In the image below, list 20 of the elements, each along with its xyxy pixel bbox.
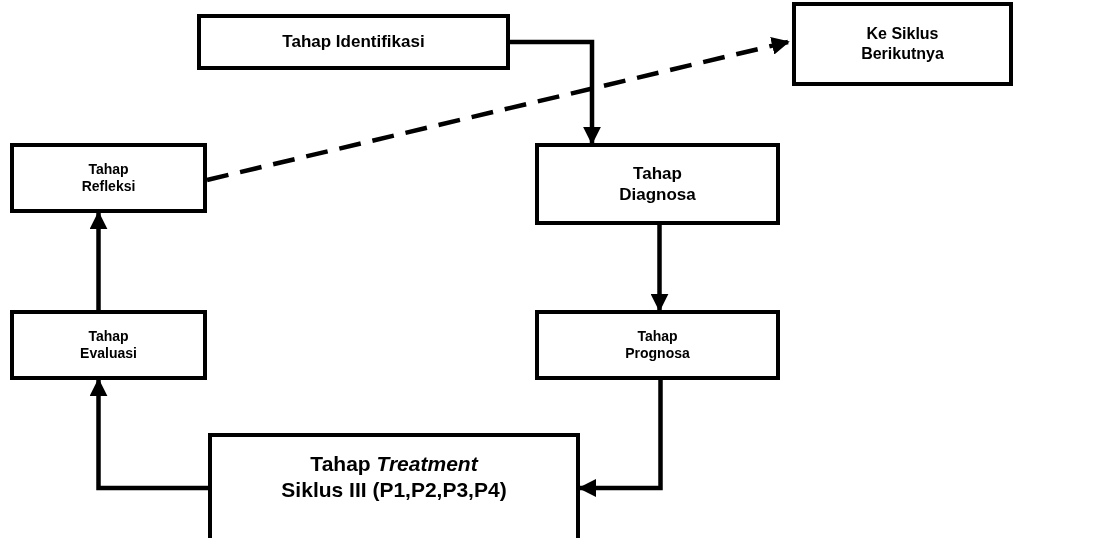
box-label: Tahap Refleksi [80, 160, 137, 196]
arrow [89, 378, 208, 491]
arrow [650, 225, 669, 312]
process-box [535, 310, 780, 380]
process-box [535, 143, 780, 225]
box-label: Siklus III (P1,P2,P3,P4) [281, 477, 507, 504]
arrow [89, 211, 108, 310]
box-label: Tahap Identifikasi [282, 31, 425, 53]
box-label: Tahap Evaluasi [79, 327, 138, 363]
box-label: Ke Siklus Berikutnya [860, 24, 945, 64]
process-box [197, 14, 510, 70]
process-box [10, 143, 207, 213]
box-label: Tahap Prognosa [624, 327, 691, 363]
process-box [792, 2, 1013, 86]
box-label: Tahap Treatment [310, 451, 478, 477]
process-box [208, 433, 580, 538]
process-box [10, 310, 207, 380]
arrow [206, 37, 790, 183]
box-label: Tahap Diagnosa [618, 162, 697, 206]
arrow [510, 39, 601, 145]
